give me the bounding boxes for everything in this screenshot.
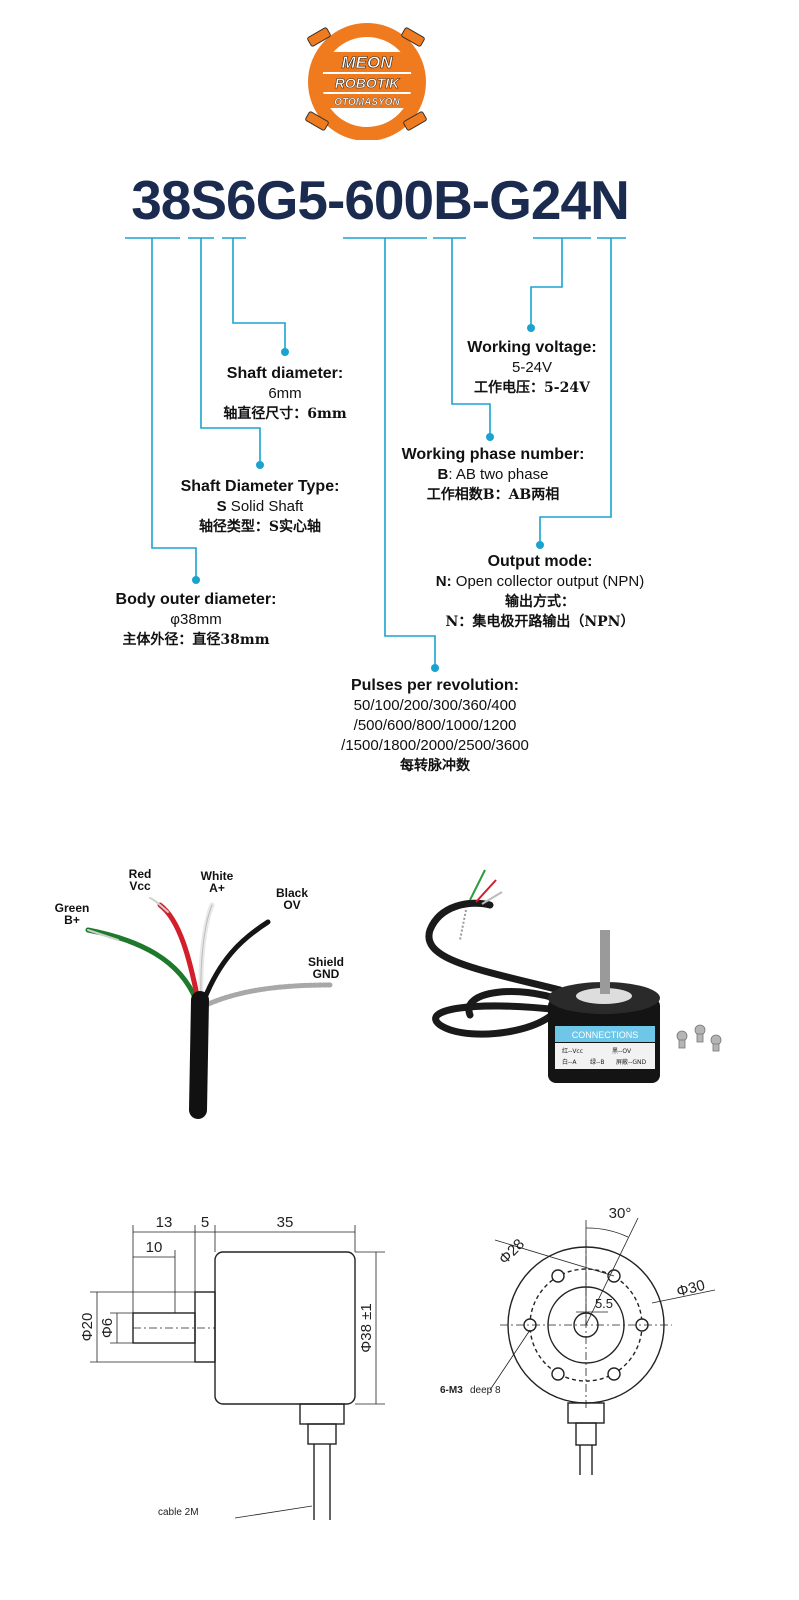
- wire-red-signal: Vcc: [129, 879, 151, 893]
- annotation-working-voltage: Working voltage: 5-24V 工作电压：5-24V: [432, 338, 632, 398]
- product-label-row2a: 白--A: [562, 1058, 577, 1066]
- screws: [676, 1024, 722, 1052]
- shaft-diameter-value: 6mm: [268, 385, 302, 402]
- body-diameter-cn: 主体外径：直径38mm: [122, 632, 270, 648]
- logo: MEON ROBOTIK OTOMASYON: [300, 20, 435, 140]
- annotation-body-diameter: Body outer diameter: φ38mm 主体外径：直径38mm: [96, 590, 296, 650]
- shaft-type-title: Shaft Diameter Type:: [180, 478, 340, 495]
- working-voltage-title: Working voltage:: [467, 339, 597, 356]
- pulses-line2: /500/600/800/1000/1200: [353, 717, 517, 734]
- dim-30-degree: 30°: [609, 1205, 632, 1222]
- phase-number-title: Working phase number:: [401, 446, 585, 463]
- body-diameter-title: Body outer diameter:: [115, 591, 277, 608]
- phase-number-cn: 工作相数B：AB两相: [426, 487, 560, 503]
- working-voltage-cn: 工作电压：5-24V: [474, 380, 590, 396]
- annotation-shaft-diameter: Shaft diameter: 6mm 轴直径尺寸：6mm: [185, 364, 385, 424]
- product-label-row2b: 绿--B: [590, 1058, 604, 1066]
- wire-black-label: Black: [276, 886, 308, 900]
- pulses-title: Pulses per revolution:: [350, 677, 520, 694]
- wire-white-label: White: [201, 869, 234, 883]
- pulses-cn: 每转脉冲数: [400, 758, 470, 774]
- dim-phi38: Φ38 ±1: [358, 1303, 375, 1352]
- dim-phi20: Φ20: [79, 1313, 96, 1342]
- logo-line1: MEON: [342, 53, 394, 72]
- output-mode-code: N:: [435, 573, 452, 590]
- dim-phi28: Φ28: [496, 1236, 528, 1268]
- product-label-title: CONNECTIONS: [572, 1030, 639, 1040]
- wire-black-signal: OV: [283, 898, 300, 912]
- dim-phi30: Φ30: [675, 1277, 707, 1301]
- shaft-type-cn: 轴径类型：S实心轴: [198, 519, 322, 535]
- annotation-pulses: Pulses per revolution: 50/100/200/300/36…: [315, 676, 555, 776]
- annotation-output-mode: Output mode: N: Open collector output (N…: [400, 552, 680, 632]
- output-mode-cn2: N：集电极开路输出（NPN）: [445, 614, 635, 630]
- hole-spec-label: 6-M3: [440, 1385, 463, 1396]
- shaft-type-code: S: [216, 498, 227, 515]
- output-mode-cn1: 输出方式：: [505, 594, 575, 610]
- logo-line2: ROBOTIK: [335, 75, 400, 91]
- product-label-row1a: 红--Vcc: [562, 1047, 583, 1055]
- phase-number-value: : AB two phase: [448, 466, 549, 483]
- dim-13: 13: [156, 1214, 173, 1231]
- wire-red-label: Red: [129, 867, 152, 881]
- logo-graphic: MEON ROBOTIK OTOMASYON: [305, 23, 427, 140]
- shaft-type-value: Solid Shaft: [226, 498, 304, 515]
- pulses-line3: /1500/1800/2000/2500/3600: [341, 737, 529, 754]
- dim-phi6: Φ6: [99, 1318, 116, 1338]
- leader-lines: [125, 237, 626, 672]
- output-mode-title: Output mode:: [487, 553, 593, 570]
- pulses-line1: 50/100/200/300/360/400: [353, 697, 517, 714]
- output-mode-value: Open collector output (NPN): [451, 573, 645, 590]
- working-voltage-value: 5-24V: [511, 359, 553, 376]
- body-diameter-value: φ38mm: [170, 611, 222, 628]
- wire-shield-signal: GND: [313, 967, 340, 981]
- product-label-row2c: 屏蔽--GND: [616, 1058, 646, 1066]
- logo-line3: OTOMASYON: [334, 97, 400, 108]
- annotation-phase-number: Working phase number: B: AB two phase 工作…: [383, 445, 603, 505]
- annotation-shaft-type: Shaft Diameter Type: S Solid Shaft 轴径类型：…: [160, 477, 360, 537]
- dim-10: 10: [146, 1239, 163, 1256]
- wire-green-label: Green: [55, 901, 90, 915]
- encoder-shaft: [600, 930, 610, 994]
- shaft-diameter-title: Shaft diameter:: [226, 365, 344, 382]
- dim-5-5: 5.5: [595, 1296, 613, 1311]
- model-number: 38S6G5-600B-G24N: [131, 169, 630, 231]
- product-label-row1b: 黑--OV: [612, 1048, 632, 1055]
- cable-length-label: cable 2M: [158, 1507, 199, 1518]
- dim-35: 35: [277, 1214, 294, 1231]
- wire-shield-label: Shield: [308, 955, 344, 969]
- wire-white-signal: A+: [209, 881, 225, 895]
- dim-5: 5: [201, 1214, 209, 1231]
- phase-number-code: B: [437, 466, 449, 483]
- hole-depth-label: deep 8: [470, 1385, 501, 1396]
- shaft-diameter-cn: 轴直径尺寸：6mm: [223, 406, 347, 422]
- wire-green-signal: B+: [64, 913, 80, 927]
